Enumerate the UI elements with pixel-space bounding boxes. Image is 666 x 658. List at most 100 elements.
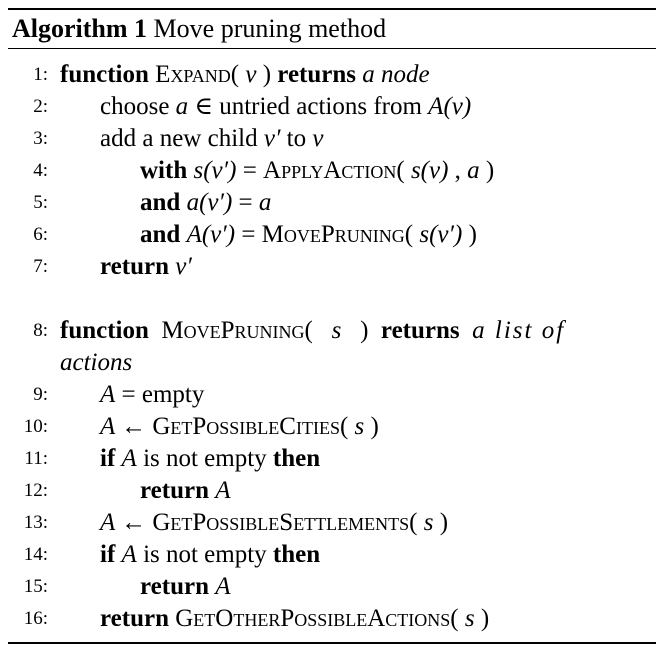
algo-line-3: 3: add a new child v′ to v: [8, 123, 656, 155]
math-var: A(v): [428, 93, 472, 120]
text: untried actions from: [219, 93, 422, 120]
function-name: ApplyAction(: [263, 157, 405, 184]
algo-line-9: 9: A = empty: [8, 379, 656, 411]
math-var: a(v′): [186, 189, 233, 216]
line-number: 3:: [33, 128, 48, 149]
algo-line-2: 2: choose a ∈ untried actions from A(v): [8, 91, 656, 123]
algo-line-5: 5: and a(v′) = a: [8, 187, 656, 219]
keyword: if: [100, 445, 116, 472]
operator: =: [238, 189, 253, 216]
math-var: A(v′): [186, 221, 236, 248]
math-var: s(v′): [193, 157, 237, 184]
algo-line-16: 16: return GetOtherPossibleActions( s ): [8, 603, 656, 635]
keyword: returns: [380, 317, 460, 344]
math-var: A: [100, 381, 116, 408]
return-type: actions: [60, 349, 133, 376]
math-var: v′: [263, 125, 281, 152]
math-var: A: [121, 541, 137, 568]
keyword: return: [100, 605, 169, 632]
math-var: A: [121, 445, 137, 472]
keyword: then: [272, 541, 321, 568]
text: to: [286, 125, 307, 152]
function-name: GetPossibleCities(: [152, 413, 349, 440]
comma: ,: [454, 157, 461, 184]
operator: =: [242, 157, 257, 184]
caption-label: Algorithm 1: [12, 14, 148, 43]
line-number: 1:: [33, 64, 48, 85]
line-number: 12:: [23, 480, 48, 501]
keyword: function: [60, 317, 149, 344]
line-number: 8:: [33, 320, 48, 341]
algo-line-12: 12: return A: [8, 475, 656, 507]
text: is not empty: [143, 445, 267, 472]
line-number: 4:: [33, 160, 48, 181]
keyword: return: [140, 573, 209, 600]
keyword: with: [140, 157, 188, 184]
text: choose: [100, 93, 170, 120]
top-rule: [8, 8, 656, 10]
algo-line-10: 10: A ← GetPossibleCities( s ): [8, 411, 656, 443]
function-name: Expand(: [155, 61, 240, 88]
keyword: function: [60, 61, 149, 88]
line-number: 16:: [23, 608, 48, 629]
math-var: a: [467, 157, 480, 184]
text: add a new child: [100, 125, 258, 152]
line-number: 9:: [33, 384, 48, 405]
algo-line-13: 13: A ← GetPossibleSettlements( s ): [8, 507, 656, 539]
algo-line-4: 4: with s(v′) = ApplyAction( s(v) , a ): [8, 155, 656, 187]
text: is not empty: [143, 541, 267, 568]
algorithm-block: Algorithm 1 Move pruning method 1: funct…: [8, 8, 656, 632]
function-name: GetPossibleSettlements(: [152, 509, 418, 536]
function-name: MovePruning(: [161, 317, 313, 344]
line-number: 11:: [24, 448, 48, 469]
paren: ): [468, 221, 477, 248]
keyword: return: [100, 253, 169, 280]
caption-rule: [8, 48, 656, 49]
line-number: 6:: [33, 224, 48, 245]
algo-line-6: 6: and A(v′) = MovePruning( s(v′) ): [8, 219, 656, 251]
math-var: a ∈: [175, 93, 213, 120]
keyword: return: [140, 477, 209, 504]
algo-line-8-continued: actions: [8, 347, 656, 379]
keyword: returns: [277, 61, 356, 88]
algo-line-7: 7: return v′: [8, 251, 656, 283]
text: = empty: [121, 381, 205, 408]
line-number: 13:: [23, 512, 48, 533]
line-number: 10:: [23, 416, 48, 437]
math-var: v: [245, 61, 257, 88]
algo-line-11: 11: if A is not empty then: [8, 443, 656, 475]
math-var: s: [331, 317, 342, 344]
function-name: GetOtherPossibleActions(: [175, 605, 459, 632]
math-var: A ←: [100, 413, 147, 440]
algo-line-14: 14: if A is not empty then: [8, 539, 656, 571]
paren: ): [262, 61, 272, 88]
paren: ): [485, 157, 495, 184]
bottom-rule: [8, 642, 656, 644]
math-var: v′: [175, 253, 192, 280]
algo-line-1: 1: function Expand( v ) returns a node: [8, 59, 656, 91]
function-name: MovePruning(: [261, 221, 414, 248]
paren: ): [480, 605, 490, 632]
algorithm-caption: Algorithm 1 Move pruning method: [8, 10, 656, 48]
math-var: v: [312, 125, 324, 152]
paren: ): [360, 317, 369, 344]
math-var: A: [215, 573, 231, 600]
math-var: s: [464, 605, 475, 632]
algo-line-8: 8: function MovePruning( s ) returns a l…: [8, 315, 656, 347]
return-type: a node: [362, 61, 430, 88]
math-var: A ←: [100, 509, 147, 536]
line-number: 2:: [33, 96, 48, 117]
keyword: and: [140, 221, 181, 248]
math-var: s: [354, 413, 365, 440]
line-number: 5:: [33, 192, 48, 213]
math-var: A: [215, 477, 231, 504]
return-type: a list of: [472, 317, 566, 344]
math-var: a: [258, 189, 272, 216]
keyword: then: [272, 445, 321, 472]
math-var: s(v): [410, 157, 449, 184]
caption-title: Move pruning method: [153, 14, 387, 43]
line-number: 15:: [23, 576, 48, 597]
line-number: 14:: [23, 544, 48, 565]
algo-line-15: 15: return A: [8, 571, 656, 603]
line-number: 7:: [33, 256, 48, 277]
